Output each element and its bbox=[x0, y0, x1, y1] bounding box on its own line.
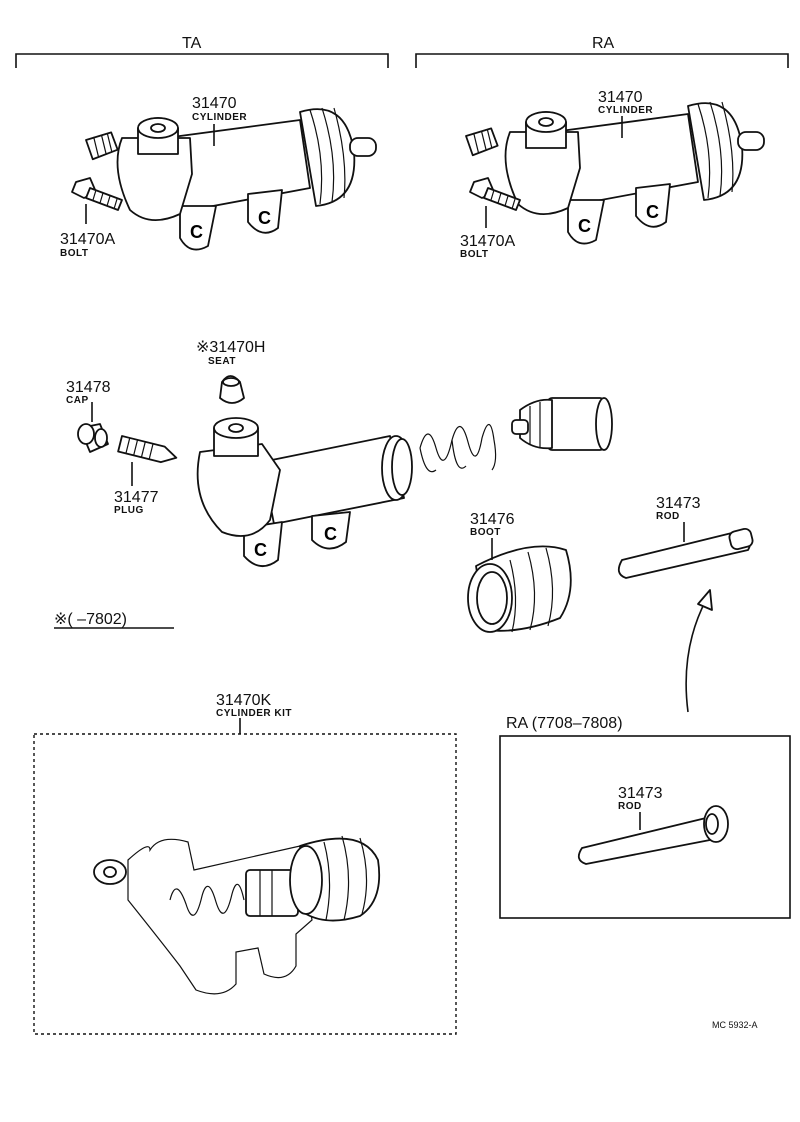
ta-bolt-name: BOLT bbox=[60, 248, 88, 259]
ta-cylinder-drawing bbox=[116, 107, 377, 251]
ra-cylinder-number: 31470 bbox=[598, 89, 643, 106]
ra-rod-box: RA (7708–7808) 31473 ROD bbox=[499, 715, 791, 919]
ta-bracket bbox=[15, 53, 389, 68]
bare-cylinder-drawing: C C bbox=[196, 417, 413, 567]
plug-number: 31477 bbox=[114, 489, 159, 506]
rod-number: 31473 bbox=[656, 495, 701, 512]
spring-drawing bbox=[419, 423, 497, 473]
kit-number: 31470K bbox=[216, 692, 271, 709]
seat-drawing bbox=[219, 375, 245, 404]
ta-bolt-drawing bbox=[71, 177, 123, 211]
ra-header: RA bbox=[592, 35, 615, 52]
piston-drawing bbox=[511, 397, 613, 451]
ta-bolt-number: 31470A bbox=[60, 231, 115, 248]
ta-cylinder-number: 31470 bbox=[192, 95, 237, 112]
boot-drawing bbox=[467, 545, 572, 633]
ra-bracket bbox=[415, 53, 789, 68]
svg-text:C: C bbox=[254, 540, 267, 560]
ra-cylinder-assembly: 31470 CYLINDER 31470A BOLT bbox=[460, 89, 765, 260]
cap-drawing bbox=[77, 423, 109, 453]
ra-rod-number: 31473 bbox=[618, 785, 663, 802]
plug-name: PLUG bbox=[114, 505, 144, 516]
footnote-text: ※( –7802) bbox=[54, 611, 127, 628]
seat-number: ※31470H bbox=[196, 339, 265, 356]
svg-text:C: C bbox=[324, 524, 337, 544]
seat-name: SEAT bbox=[208, 356, 236, 367]
ta-header: TA bbox=[182, 35, 202, 52]
arrow-to-rod bbox=[685, 589, 713, 713]
cap-name: CAP bbox=[66, 395, 89, 406]
catalog-code: MC 5932-A bbox=[712, 1020, 758, 1030]
boot-number: 31476 bbox=[470, 511, 515, 528]
kit-name: CYLINDER KIT bbox=[216, 708, 292, 719]
kit-drawing bbox=[93, 835, 381, 995]
cylinder-kit-box: 31470K CYLINDER KIT bbox=[33, 692, 457, 1035]
ra-bolt-number: 31470A bbox=[460, 233, 515, 250]
ra-rod-name: ROD bbox=[618, 801, 642, 812]
plug-drawing bbox=[117, 435, 178, 464]
ra-bleeder-drawing bbox=[464, 126, 500, 157]
ta-cylinder-assembly: 31470 CYLINDER 31470A BOLT bbox=[60, 95, 377, 259]
ra-bolt-name: BOLT bbox=[460, 249, 488, 260]
ra-cylinder-name: CYLINDER bbox=[598, 105, 653, 116]
ra-rod-drawing bbox=[577, 805, 729, 865]
ra-range-label: RA (7708–7808) bbox=[506, 715, 623, 732]
cap-number: 31478 bbox=[66, 379, 111, 396]
exploded-view: ※31470H SEAT 31478 CAP 31477 PLUG C C bbox=[66, 339, 754, 713]
rod-name: ROD bbox=[656, 511, 680, 522]
rod-drawing bbox=[617, 527, 754, 579]
ra-cylinder-drawing bbox=[504, 101, 765, 245]
boot-name: BOOT bbox=[470, 527, 501, 538]
ta-cylinder-name: CYLINDER bbox=[192, 112, 247, 123]
ta-bleeder-drawing bbox=[84, 130, 120, 161]
